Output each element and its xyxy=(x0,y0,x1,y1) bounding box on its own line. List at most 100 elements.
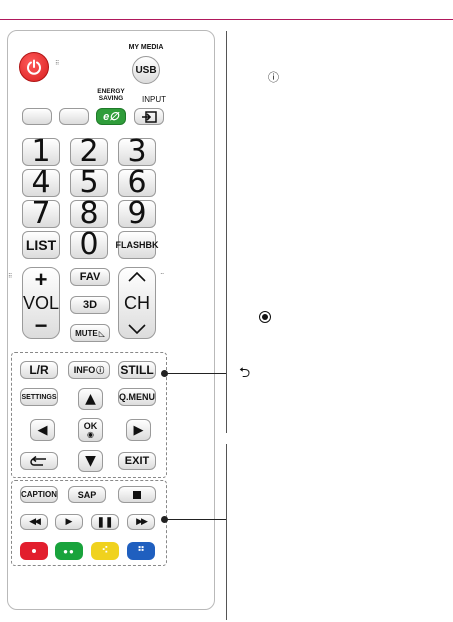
number-key-2[interactable]: 2 xyxy=(70,137,108,167)
flashbk-label: FLASHBK xyxy=(115,240,159,250)
info-icon: ⓘ xyxy=(96,365,105,375)
red-color-button[interactable] xyxy=(20,542,48,560)
ok-label: OK xyxy=(83,420,98,431)
column-divider-bottom xyxy=(226,444,227,620)
input-icon xyxy=(142,110,157,123)
volume-down-icon: − xyxy=(34,313,48,338)
lr-button[interactable]: L/R xyxy=(20,361,58,379)
braille-dots-icon: ⠿ xyxy=(55,61,60,67)
fast-forward-button[interactable]: ▶▶ xyxy=(127,514,155,530)
3d-button[interactable]: 3D xyxy=(70,296,110,314)
info-button[interactable]: INFO ⓘ xyxy=(68,361,110,379)
pause-button[interactable]: ❚❚ xyxy=(91,514,119,530)
settings-label: SETTINGS xyxy=(21,393,57,401)
playback-group-box xyxy=(11,480,167,566)
list-label: LIST xyxy=(25,237,57,253)
leader-line-2 xyxy=(167,519,227,520)
fav-label: FAV xyxy=(79,271,101,283)
qmenu-button[interactable]: Q.MENU xyxy=(118,388,156,406)
column-divider-top xyxy=(226,31,227,433)
number-key-0[interactable]: 0 xyxy=(70,230,108,260)
right-arrow-button[interactable]: ▶ xyxy=(126,419,151,441)
energy-saving-icon: e∅ xyxy=(103,111,119,123)
number-key-8[interactable]: 8 xyxy=(70,199,108,229)
number-key-9[interactable]: 9 xyxy=(118,199,156,229)
back-icon xyxy=(30,456,46,466)
caption-button[interactable]: CAPTION xyxy=(20,486,58,503)
power-button[interactable] xyxy=(19,52,49,82)
sap-label: SAP xyxy=(77,489,97,500)
info-label: INFO xyxy=(73,365,96,375)
energy-saving-label: ENERGY SAVING xyxy=(97,88,125,102)
number-key-3[interactable]: 3 xyxy=(118,137,156,167)
rewind-icon: ◀◀ xyxy=(29,517,41,527)
ok-button[interactable]: OK ◉ xyxy=(78,418,103,442)
header-rule xyxy=(0,19,453,20)
back-button[interactable] xyxy=(20,452,58,470)
blue-color-button[interactable]: ⠛ xyxy=(127,542,155,560)
number-key-1[interactable]: 1 xyxy=(22,137,60,167)
up-arrow-button[interactable]: ▲ xyxy=(78,388,103,410)
input-label: INPUT xyxy=(142,95,166,104)
volume-rocker[interactable]: + VOL − xyxy=(22,267,60,339)
fav-button[interactable]: FAV xyxy=(70,268,110,286)
settings-button[interactable]: SETTINGS xyxy=(20,388,58,406)
down-arrow-icon: ▼ xyxy=(85,453,96,469)
two-dots-icon: ●● xyxy=(63,546,75,556)
down-arrow-button[interactable]: ▼ xyxy=(78,450,103,472)
pause-icon: ❚❚ xyxy=(96,516,114,528)
green-color-button[interactable]: ●● xyxy=(55,542,83,560)
braille-dots-icon: ⠿ xyxy=(8,274,13,280)
wheel-icon: ◉ xyxy=(87,429,94,439)
mute-button[interactable]: MUTE ◺ xyxy=(70,324,110,342)
left-arrow-button[interactable]: ◀ xyxy=(30,419,55,441)
exit-button[interactable]: EXIT xyxy=(118,452,156,470)
mute-label: MUTE xyxy=(75,328,98,338)
play-button[interactable]: ▶ xyxy=(55,514,83,530)
channel-rocker[interactable]: CH xyxy=(118,267,156,339)
usb-label: USB xyxy=(135,64,157,76)
left-arrow-icon: ◀ xyxy=(37,422,48,438)
right-arrow-icon: ▶ xyxy=(133,422,144,438)
callout-dot-1 xyxy=(161,370,168,377)
still-button[interactable]: STILL xyxy=(118,361,156,379)
my-media-label: MY MEDIA xyxy=(128,44,164,51)
flashbk-button[interactable]: FLASHBK xyxy=(115,231,159,259)
caption-label: CAPTION xyxy=(21,490,57,499)
input-button[interactable] xyxy=(134,108,164,125)
ch-label: CH xyxy=(124,292,150,313)
number-key-6[interactable]: 6 xyxy=(118,168,156,198)
lr-label: L/R xyxy=(29,363,49,377)
play-icon: ▶ xyxy=(65,517,73,527)
blank-button-1[interactable] xyxy=(22,108,52,125)
mute-icon: ◺ xyxy=(98,328,105,338)
still-label: STILL xyxy=(120,363,154,377)
number-key-4[interactable]: 4 xyxy=(22,168,60,198)
channel-up-icon xyxy=(128,272,146,282)
yellow-color-button[interactable]: ⠪ xyxy=(91,542,119,560)
leader-line-1 xyxy=(167,373,227,374)
rewind-button[interactable]: ◀◀ xyxy=(20,514,48,530)
blank-button-2[interactable] xyxy=(59,108,89,125)
3d-label: 3D xyxy=(82,299,98,311)
back-icon: ⮌ xyxy=(239,365,251,381)
usb-button[interactable]: USB xyxy=(132,56,160,84)
channel-down-icon xyxy=(128,324,146,334)
one-dot-icon xyxy=(32,549,36,553)
four-dots-icon: ⠛ xyxy=(137,545,145,557)
navigation-group-box xyxy=(11,352,167,478)
info-icon: ⓘ xyxy=(268,71,279,84)
braille-dots-icon: ⠒ xyxy=(160,272,165,278)
number-key-7[interactable]: 7 xyxy=(22,199,60,229)
list-button[interactable]: LIST xyxy=(22,231,60,259)
energy-saving-button[interactable]: e∅ xyxy=(96,108,126,125)
vol-label: VOL xyxy=(22,292,60,313)
three-dots-icon: ⠪ xyxy=(101,546,109,556)
number-key-5[interactable]: 5 xyxy=(70,168,108,198)
stop-icon xyxy=(133,490,141,499)
stop-button[interactable] xyxy=(118,486,156,503)
up-arrow-icon: ▲ xyxy=(85,391,96,407)
callout-dot-2 xyxy=(161,516,168,523)
sap-button[interactable]: SAP xyxy=(68,486,106,503)
power-icon xyxy=(27,59,41,75)
